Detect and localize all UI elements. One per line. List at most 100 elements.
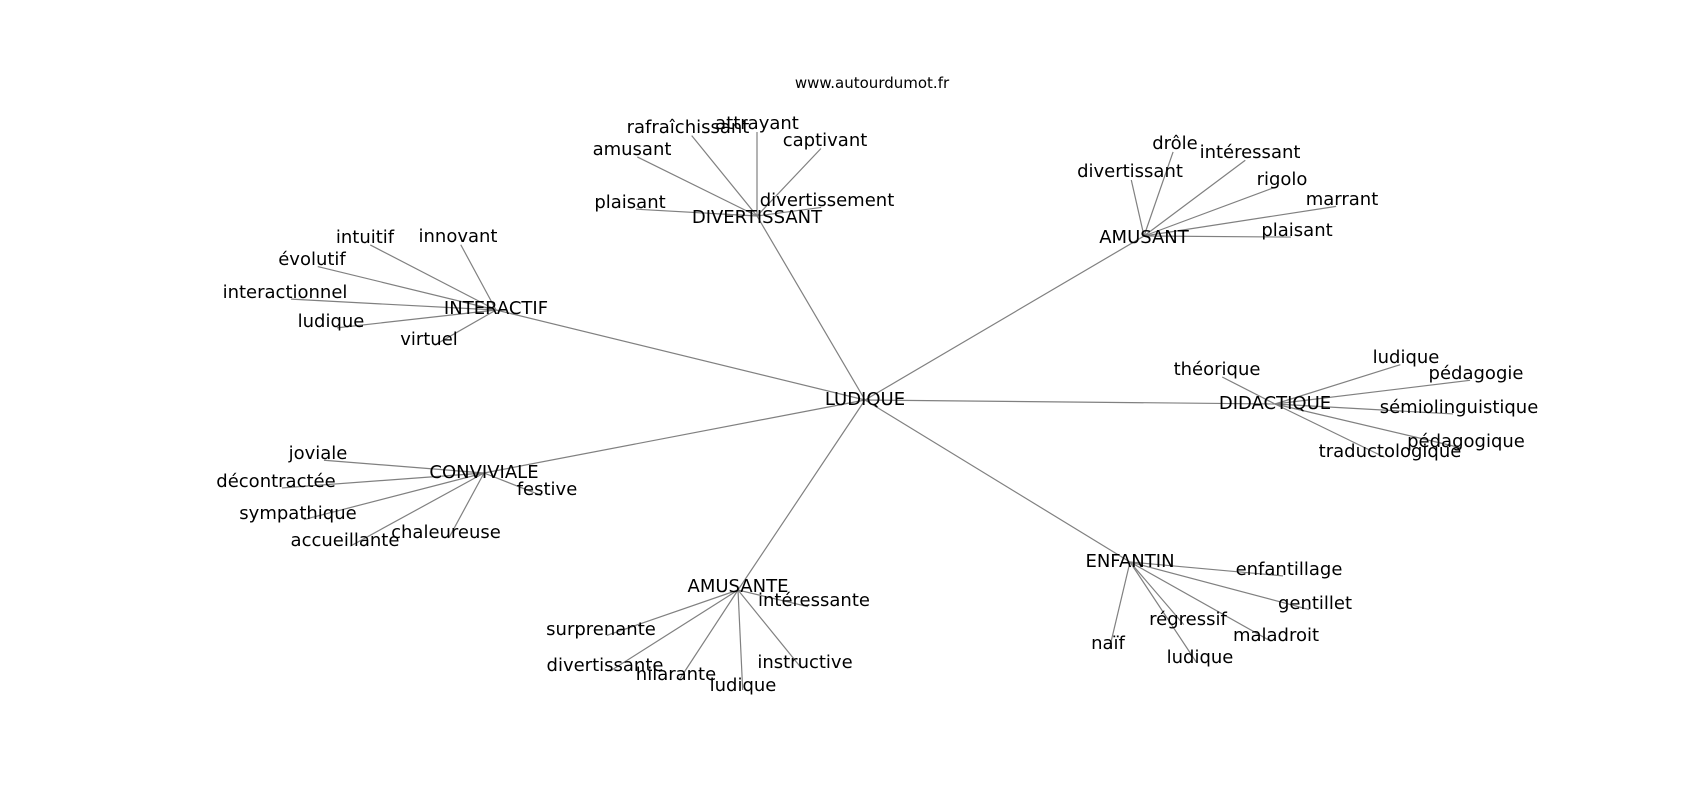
leaf-node-label: maladroit <box>1233 625 1319 646</box>
edge-hub-to-leaf <box>1274 403 1461 449</box>
edge-hub-to-leaf <box>350 472 485 547</box>
leaf-node-label: plaisant <box>594 192 665 213</box>
leaf-node-label: intuitif <box>336 227 395 248</box>
hub-node-label: DIDACTIQUE <box>1219 393 1331 414</box>
leaf-node-label: divertissante <box>547 655 664 676</box>
edge-center-to-hub <box>864 399 1276 405</box>
leaf-node-label: traductologique <box>1319 441 1462 462</box>
edge-hub-to-leaf <box>737 589 809 608</box>
leaf-node-label: festive <box>517 479 578 500</box>
leaf-node-label: attrayant <box>715 113 799 134</box>
leaf-node-label: plaisant <box>1261 220 1332 241</box>
hub-node-label: AMUSANT <box>1099 227 1190 248</box>
edge-hub-to-leaf <box>434 309 497 346</box>
leaf-node-label: sémiolinguistique <box>1380 397 1539 418</box>
edge-hub-to-leaf <box>1129 561 1271 642</box>
leaf-node-label: innovant <box>419 226 498 247</box>
leaf-node-label: captivant <box>783 130 868 151</box>
leaf-node-label: interactionnel <box>223 282 348 303</box>
leaf-node-label: rigolo <box>1257 169 1308 190</box>
edge-hub-to-leaf <box>290 298 497 311</box>
leaf-node-label: intéressante <box>758 590 870 611</box>
edge-hub-to-leaf <box>1130 179 1145 237</box>
hub-node-label: INTERACTIF <box>444 298 548 319</box>
leaf-node-label: marrant <box>1306 189 1379 210</box>
leaf-node-label: ludique <box>1167 647 1234 668</box>
edge-hub-to-leaf <box>1274 364 1401 405</box>
edge-hub-to-leaf <box>1274 379 1471 405</box>
edge-hub-to-leaf <box>303 472 485 521</box>
leaf-node-label: virtuel <box>400 329 458 350</box>
edge-hub-to-leaf <box>1129 561 1197 663</box>
leaf-node-label: surprenante <box>546 619 656 640</box>
leaf-node-label: divertissant <box>1077 161 1183 182</box>
leaf-node-label: chaleureuse <box>391 522 501 543</box>
leaf-node-label: ludique <box>298 311 365 332</box>
leaf-node-label: ludique <box>710 675 777 696</box>
edge-hub-to-leaf <box>606 589 739 637</box>
labels-layer: LUDIQUE DIVERTISSANT rafraîchissantattraya… <box>216 113 1538 696</box>
leaf-node-label: évolutif <box>278 249 346 270</box>
leaf-node-label: régressif <box>1149 609 1227 630</box>
leaf-node-label: enfantillage <box>1236 559 1343 580</box>
edge-hub-to-leaf <box>1108 561 1131 649</box>
edge-hub-to-leaf <box>1129 561 1310 611</box>
edge-hub-to-leaf <box>635 208 758 217</box>
leaf-node-label: ludique <box>1373 347 1440 368</box>
leaf-node-label: sympathique <box>239 503 356 524</box>
edge-hub-to-leaf <box>679 589 739 680</box>
edge-hub-to-leaf <box>691 135 758 217</box>
leaf-node-label: pédagogie <box>1429 363 1524 384</box>
edge-hub-to-leaf <box>281 472 485 489</box>
leaf-node-label: accueillante <box>291 530 400 551</box>
edge-hub-to-leaf <box>369 244 497 311</box>
site-credit: www.autourdumot.fr <box>795 74 950 92</box>
edge-hub-to-leaf <box>460 244 497 311</box>
leaf-node-label: instructive <box>757 652 852 673</box>
leaf-node-label: intéressant <box>1200 142 1301 163</box>
edge-hub-to-leaf <box>1143 235 1292 238</box>
edge-hub-to-leaf <box>323 459 485 474</box>
edge-hub-to-leaf <box>1274 403 1385 458</box>
edge-center-to-hub <box>737 399 866 591</box>
edge-hub-to-leaf <box>1221 376 1276 405</box>
edge-center-to-hub <box>864 399 1131 563</box>
edges-layer <box>281 132 1471 691</box>
edge-center-to-hub <box>495 309 866 401</box>
edge-center-to-hub <box>756 215 866 401</box>
edge-hub-to-leaf <box>756 148 822 217</box>
edge-center-to-hub <box>864 235 1145 401</box>
leaf-node-label: joviale <box>288 443 348 464</box>
leaf-node-label: naïf <box>1091 633 1125 654</box>
edge-hub-to-leaf <box>336 309 497 329</box>
hub-node-label: DIVERTISSANT <box>692 207 823 228</box>
edge-hub-to-leaf <box>637 156 758 217</box>
edge-hub-to-leaf <box>1143 159 1246 237</box>
edge-hub-to-leaf <box>609 589 739 672</box>
edge-hub-to-leaf <box>483 472 542 497</box>
edge-hub-to-leaf <box>737 589 744 691</box>
edge-hub-to-leaf <box>1143 205 1337 237</box>
edge-hub-to-leaf <box>1274 403 1454 415</box>
edge-hub-to-leaf <box>1129 561 1185 625</box>
edge-hub-to-leaf <box>1143 186 1277 237</box>
leaf-node-label: rafraîchissant <box>627 117 750 138</box>
edge-hub-to-leaf <box>756 206 822 217</box>
leaf-node-label: drôle <box>1152 133 1198 154</box>
leaf-node-label: théorique <box>1174 359 1261 380</box>
leaf-node-label: hilarante <box>636 664 716 685</box>
edge-hub-to-leaf <box>1143 151 1174 237</box>
center-node-label: LUDIQUE <box>825 389 905 410</box>
leaf-node-label: divertissement <box>760 190 895 211</box>
edge-hub-to-leaf <box>1129 561 1284 577</box>
edge-hub-to-leaf <box>317 265 497 311</box>
leaf-node-label: décontractée <box>216 471 335 492</box>
hub-node-label: AMUSANTE <box>688 576 789 597</box>
edge-hub-to-leaf <box>448 472 485 538</box>
edge-hub-to-leaf <box>737 589 802 668</box>
leaf-node-label: gentillet <box>1278 593 1352 614</box>
leaf-node-label: pédagogique <box>1407 431 1525 452</box>
edge-center-to-hub <box>483 399 866 474</box>
hub-node-label: ENFANTIN <box>1085 551 1174 572</box>
